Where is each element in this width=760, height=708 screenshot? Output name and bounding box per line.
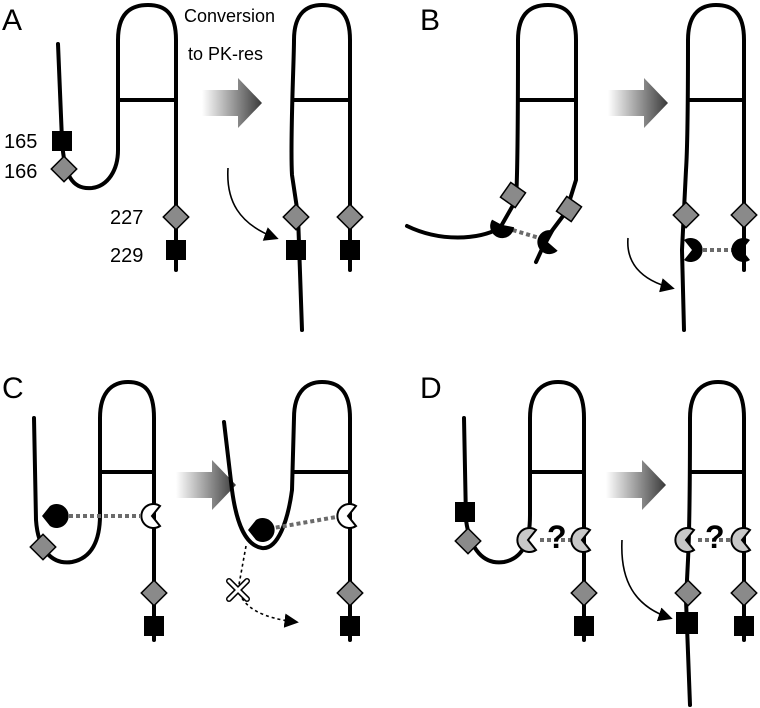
- panel-b: B: [405, 3, 758, 332]
- residue-227-diamond: [162, 203, 190, 231]
- hairpin-strand: [222, 380, 352, 642]
- residue-diamond: [730, 201, 758, 229]
- hairpin-strand: [56, 3, 178, 272]
- residue-diamond: [730, 579, 758, 607]
- conversion-arrow: [606, 460, 666, 510]
- hairpin-strand: [405, 3, 578, 264]
- conversion-label-line1: Conversion: [184, 6, 275, 26]
- residue-diamond: [336, 579, 364, 607]
- clamp-black: [248, 518, 275, 543]
- unknown-interaction-marker: ?: [547, 519, 567, 555]
- clamp-black: [490, 219, 515, 239]
- clamp-light: [730, 527, 752, 553]
- residue-diamond: [282, 203, 310, 231]
- clamp-light: [516, 527, 538, 553]
- label-227: 227: [110, 207, 143, 229]
- panel-letter-c: C: [2, 372, 24, 405]
- panel-letter-b: B: [420, 4, 440, 37]
- movement-arrow: [627, 237, 675, 293]
- residue-diamond: [674, 579, 702, 607]
- panel-c: C: [2, 372, 364, 642]
- residue-165-square: [52, 131, 72, 151]
- clamp-black: [684, 238, 703, 262]
- conversion-arrow: [202, 78, 262, 128]
- panel-letter-d: D: [420, 372, 442, 405]
- residue-square: [676, 612, 698, 634]
- hairpin-strand: [680, 3, 746, 332]
- movement-arrow: [621, 539, 673, 622]
- hairpin-strand: [462, 380, 586, 642]
- hairpin-strand: [684, 380, 746, 707]
- residue-square: [286, 240, 306, 260]
- residue-diamond: [555, 195, 583, 223]
- residue-diamond: [672, 201, 700, 229]
- residue-diamond: [570, 579, 598, 607]
- label-166: 166: [4, 161, 37, 183]
- label-229: 229: [110, 245, 143, 267]
- residue-square: [340, 240, 360, 260]
- clamp-black: [731, 238, 750, 262]
- residue-diamond: [140, 579, 168, 607]
- movement-arrow: [227, 167, 279, 241]
- label-165: 165: [4, 131, 37, 153]
- conversion-arrow: [176, 460, 236, 510]
- residue-166-diamond: [50, 155, 78, 183]
- clamp-light: [674, 527, 696, 553]
- residue-square: [574, 616, 594, 636]
- hairpin-strand: [289, 3, 352, 332]
- residue-square: [455, 502, 475, 522]
- clamp-black: [42, 503, 69, 528]
- residue-diamond: [454, 527, 482, 555]
- panel-d: D ? ?: [420, 372, 758, 707]
- residue-square: [144, 616, 164, 636]
- clamp-black: [537, 230, 558, 255]
- conversion-label-line2: to PK-res: [188, 44, 263, 64]
- residue-229-square: [166, 240, 186, 260]
- residue-square: [734, 616, 754, 636]
- clamp-light: [570, 527, 592, 553]
- residue-square: [340, 616, 360, 636]
- residue-diamond: [336, 203, 364, 231]
- block-x-icon: [226, 578, 250, 602]
- panel-a: A 165 166 227 229 Conversion to PK-res: [2, 3, 364, 332]
- panel-letter-a: A: [2, 4, 22, 37]
- conversion-arrow: [608, 78, 668, 128]
- residue-diamond: [499, 181, 527, 209]
- clamp-white: [336, 503, 358, 529]
- residue-diamond: [29, 533, 57, 561]
- clamp-white: [140, 503, 162, 529]
- unknown-interaction-marker: ?: [705, 519, 725, 555]
